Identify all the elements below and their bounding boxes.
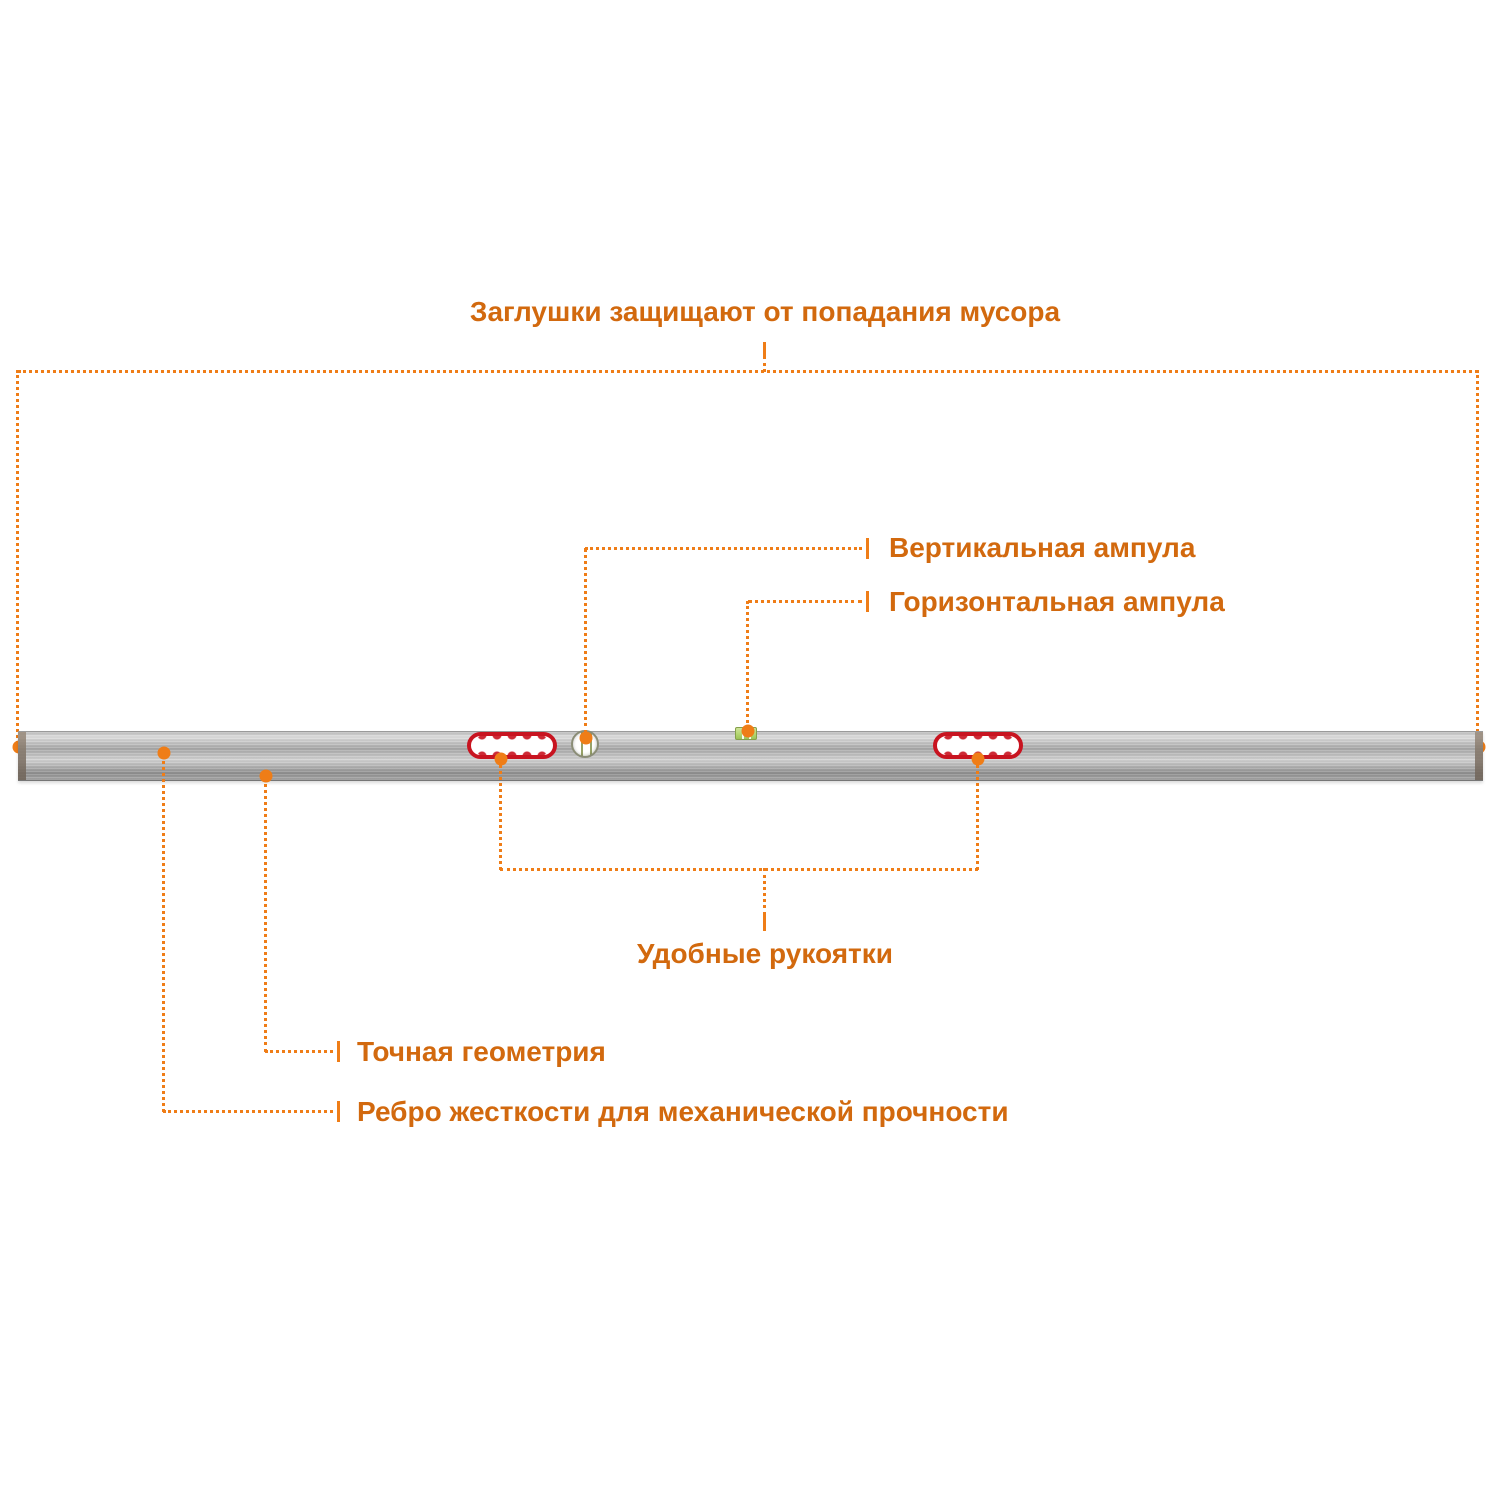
horizontal-vial-line-vertical bbox=[746, 601, 749, 729]
rib-tick bbox=[337, 1101, 340, 1122]
geometry-tick bbox=[337, 1041, 340, 1062]
handles-line-horizontal bbox=[500, 868, 978, 871]
vertical-vial-line-vertical bbox=[584, 548, 587, 734]
end-cap-left bbox=[18, 732, 26, 780]
vertical-vial-label: Вертикальная ампула bbox=[889, 532, 1196, 563]
handle-right-dot bbox=[971, 752, 985, 766]
handle-left-grooves bbox=[475, 735, 549, 756]
caps-callout-line-left bbox=[16, 370, 19, 744]
caps-connector-vertical bbox=[763, 356, 766, 372]
handles-line-right bbox=[976, 760, 979, 870]
rib-dot bbox=[157, 746, 171, 760]
vertical-vial-line-horizontal bbox=[585, 547, 862, 550]
handles-tick bbox=[763, 915, 766, 931]
handles-line-left bbox=[499, 760, 502, 870]
caps-callout-line-right bbox=[1476, 370, 1479, 744]
handles-line-center bbox=[763, 868, 766, 915]
rib-line-vertical bbox=[162, 754, 165, 1112]
horizontal-vial-tick bbox=[866, 591, 869, 612]
geometry-dot bbox=[259, 769, 273, 783]
vertical-vial-tick bbox=[866, 538, 869, 559]
horizontal-vial-line-horizontal bbox=[748, 600, 862, 603]
vertical-vial-dot bbox=[579, 731, 593, 745]
caps-callout-line-horizontal bbox=[18, 370, 1478, 373]
horizontal-vial-dot bbox=[741, 724, 755, 738]
handle-right-grooves bbox=[941, 735, 1015, 756]
caps-tick bbox=[763, 342, 766, 356]
handles-label: Удобные рукоятки bbox=[637, 938, 893, 969]
geometry-label: Точная геометрия bbox=[357, 1036, 606, 1067]
handle-left-dot bbox=[494, 752, 508, 766]
handle-left bbox=[467, 732, 557, 759]
geometry-line-horizontal bbox=[265, 1050, 333, 1053]
horizontal-vial-label: Горизонтальная ампула bbox=[889, 586, 1225, 617]
end-cap-right bbox=[1475, 732, 1483, 780]
rib-label: Ребро жесткости для механической прочнос… bbox=[357, 1096, 1009, 1127]
geometry-line-vertical bbox=[264, 777, 267, 1052]
caps-label: Заглушки защищают от попадания мусора bbox=[469, 296, 1061, 327]
rib-line-horizontal bbox=[163, 1110, 333, 1113]
